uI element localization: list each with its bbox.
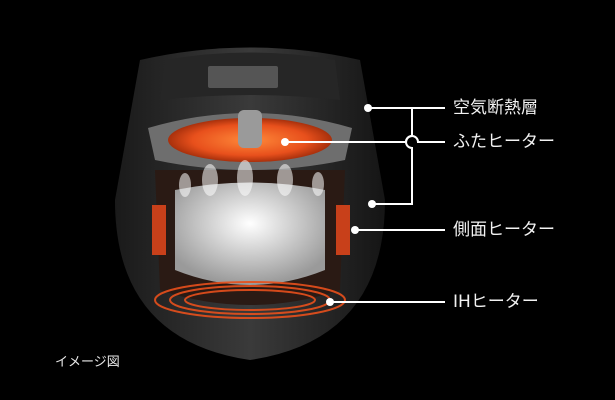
rice [175,182,325,285]
steam [179,160,324,197]
display-screen [208,66,278,88]
callout-dots [281,104,376,306]
ih-heater-coils [154,281,346,319]
callout-lines [285,107,445,303]
steam-vent [238,110,262,148]
side-heater-left [152,205,166,255]
label-ih-heater: IHヒーター [453,292,539,312]
label-side-heater: 側面ヒーター [453,220,555,240]
side-heater-right [336,205,350,255]
label-air-insulation: 空気断熱層 [453,98,538,118]
label-lid-heater: ふたヒーター [453,132,555,152]
image-caption: イメージ図 [55,355,120,370]
